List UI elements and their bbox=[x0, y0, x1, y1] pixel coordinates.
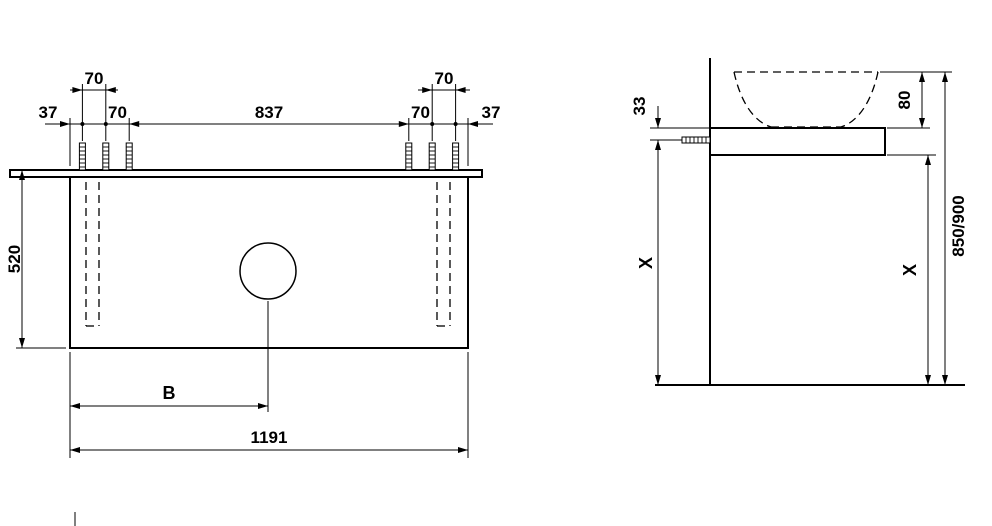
mounting-screw bbox=[78, 142, 86, 171]
dimension-33: 33 bbox=[630, 97, 661, 128]
side-view: 33 X 80 X 850/900 bbox=[630, 58, 968, 386]
dimension-screw-pitch-upper-left: 70 bbox=[70, 69, 118, 93]
dim-1191-label: 1191 bbox=[251, 428, 288, 447]
dimension-x-left: X bbox=[636, 140, 661, 385]
dim-850-900-label: 850/900 bbox=[949, 195, 968, 256]
dim-837-label: 837 bbox=[255, 103, 283, 122]
dim-37-right-label: 37 bbox=[482, 103, 501, 122]
dim-37-left-label: 37 bbox=[39, 103, 58, 122]
dimension-screw-pitch-upper-right: 70 bbox=[418, 69, 470, 93]
dim-33-label: 33 bbox=[630, 97, 649, 116]
dim-70-upper-left-label: 70 bbox=[85, 69, 104, 88]
mounting-screw bbox=[452, 142, 460, 171]
mounting-screw bbox=[405, 142, 413, 171]
dim-70-right-label: 70 bbox=[411, 103, 430, 122]
dim-520-label: 520 bbox=[5, 245, 24, 273]
dim-70-left-label: 70 bbox=[108, 103, 127, 122]
countertop-front bbox=[9, 169, 483, 178]
mounting-screw bbox=[428, 142, 436, 171]
front-view: 37 70 837 70 37 70 70 520 bbox=[5, 69, 500, 526]
dimension-width-1191: 1191 bbox=[70, 428, 468, 453]
countertop-side bbox=[709, 127, 886, 156]
dimension-80: 80 bbox=[895, 72, 925, 128]
dimension-x-right: X bbox=[900, 155, 931, 385]
dimension-basin-offset-B: B bbox=[70, 383, 268, 409]
washbasin-bowl bbox=[733, 71, 879, 128]
wall-fixing-screw bbox=[681, 136, 711, 144]
dim-x-left-label: X bbox=[636, 257, 656, 269]
dim-80-label: 80 bbox=[895, 91, 914, 110]
extension-lines-front bbox=[16, 84, 469, 458]
mounting-screw bbox=[102, 142, 110, 171]
mounting-rail-left bbox=[85, 182, 100, 327]
drain-hole bbox=[239, 242, 297, 300]
dimension-chain-top: 37 70 837 70 37 bbox=[39, 103, 501, 127]
dim-B-label: B bbox=[163, 383, 176, 403]
mounting-rail-right bbox=[436, 182, 451, 327]
cabinet-outline bbox=[69, 176, 469, 349]
dim-70-upper-right-label: 70 bbox=[435, 69, 454, 88]
mounting-screw bbox=[125, 142, 133, 171]
dimension-850-900: 850/900 bbox=[942, 72, 968, 385]
dim-x-right-label: X bbox=[900, 264, 920, 276]
dimension-height-520: 520 bbox=[5, 170, 25, 348]
